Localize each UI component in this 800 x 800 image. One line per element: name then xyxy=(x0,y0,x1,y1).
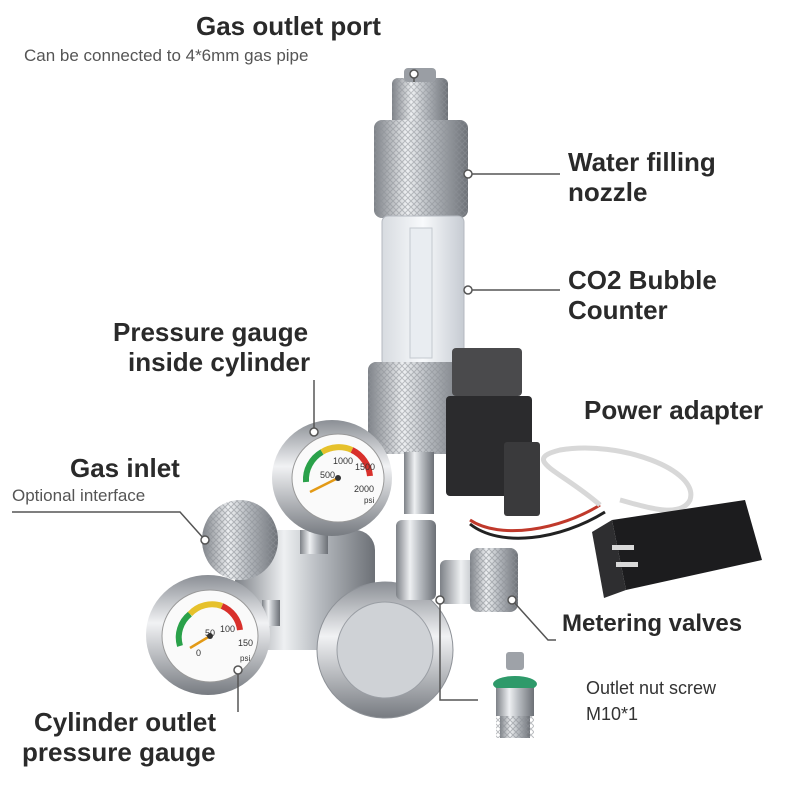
pressure-gauge-inside-cylinder xyxy=(272,420,392,554)
label-gas-inlet: Gas inlet xyxy=(70,453,180,483)
label-pressure-inside-line1: Pressure gauge xyxy=(113,317,309,347)
gauge-tick: 1500 xyxy=(355,462,376,472)
label-outlet-nut-line1: Outlet nut screw xyxy=(586,678,717,698)
label-water-filling-line2: nozzle xyxy=(568,177,648,207)
gauge-tick: 1000 xyxy=(333,456,354,466)
solenoid-valve xyxy=(446,348,606,540)
label-cylinder-outlet-line1: Cylinder outlet xyxy=(34,707,217,737)
label-metering-valves: Metering valves xyxy=(562,610,743,637)
gauge-tick: 150 xyxy=(238,638,254,648)
leader-lines xyxy=(12,69,560,712)
gauge-tick: 500 xyxy=(320,470,336,480)
label-bubble-counter-line1: CO2 Bubble xyxy=(568,265,717,295)
power-adapter-illustration xyxy=(541,445,762,598)
gauge-tick: 100 xyxy=(220,624,236,634)
label-water-filling-line1: Water filling xyxy=(568,147,716,177)
gauge-tick: 0 xyxy=(196,648,202,658)
label-pressure-inside-line2: inside cylinder xyxy=(128,347,311,377)
outlet-nut-screw xyxy=(493,652,537,738)
label-power-adapter: Power adapter xyxy=(584,395,764,425)
label-bubble-counter-line2: Counter xyxy=(568,295,668,325)
label-gas-inlet-sub: Optional interface xyxy=(12,486,146,505)
label-gas-outlet-sub: Can be connected to 4*6mm gas pipe xyxy=(24,46,309,65)
label-gas-outlet-port: Gas outlet port xyxy=(196,11,381,41)
gauge-tick: 50 xyxy=(205,628,216,638)
gauge-unit: psi xyxy=(240,654,251,663)
label-cylinder-outlet-line2: pressure gauge xyxy=(22,737,216,767)
label-outlet-nut-line2: M10*1 xyxy=(586,704,639,724)
gauge-unit: psi xyxy=(364,496,375,505)
gauge-tick: 2000 xyxy=(354,484,375,494)
bubble-counter xyxy=(368,68,468,514)
cylinder-outlet-pressure-gauge xyxy=(146,575,280,695)
